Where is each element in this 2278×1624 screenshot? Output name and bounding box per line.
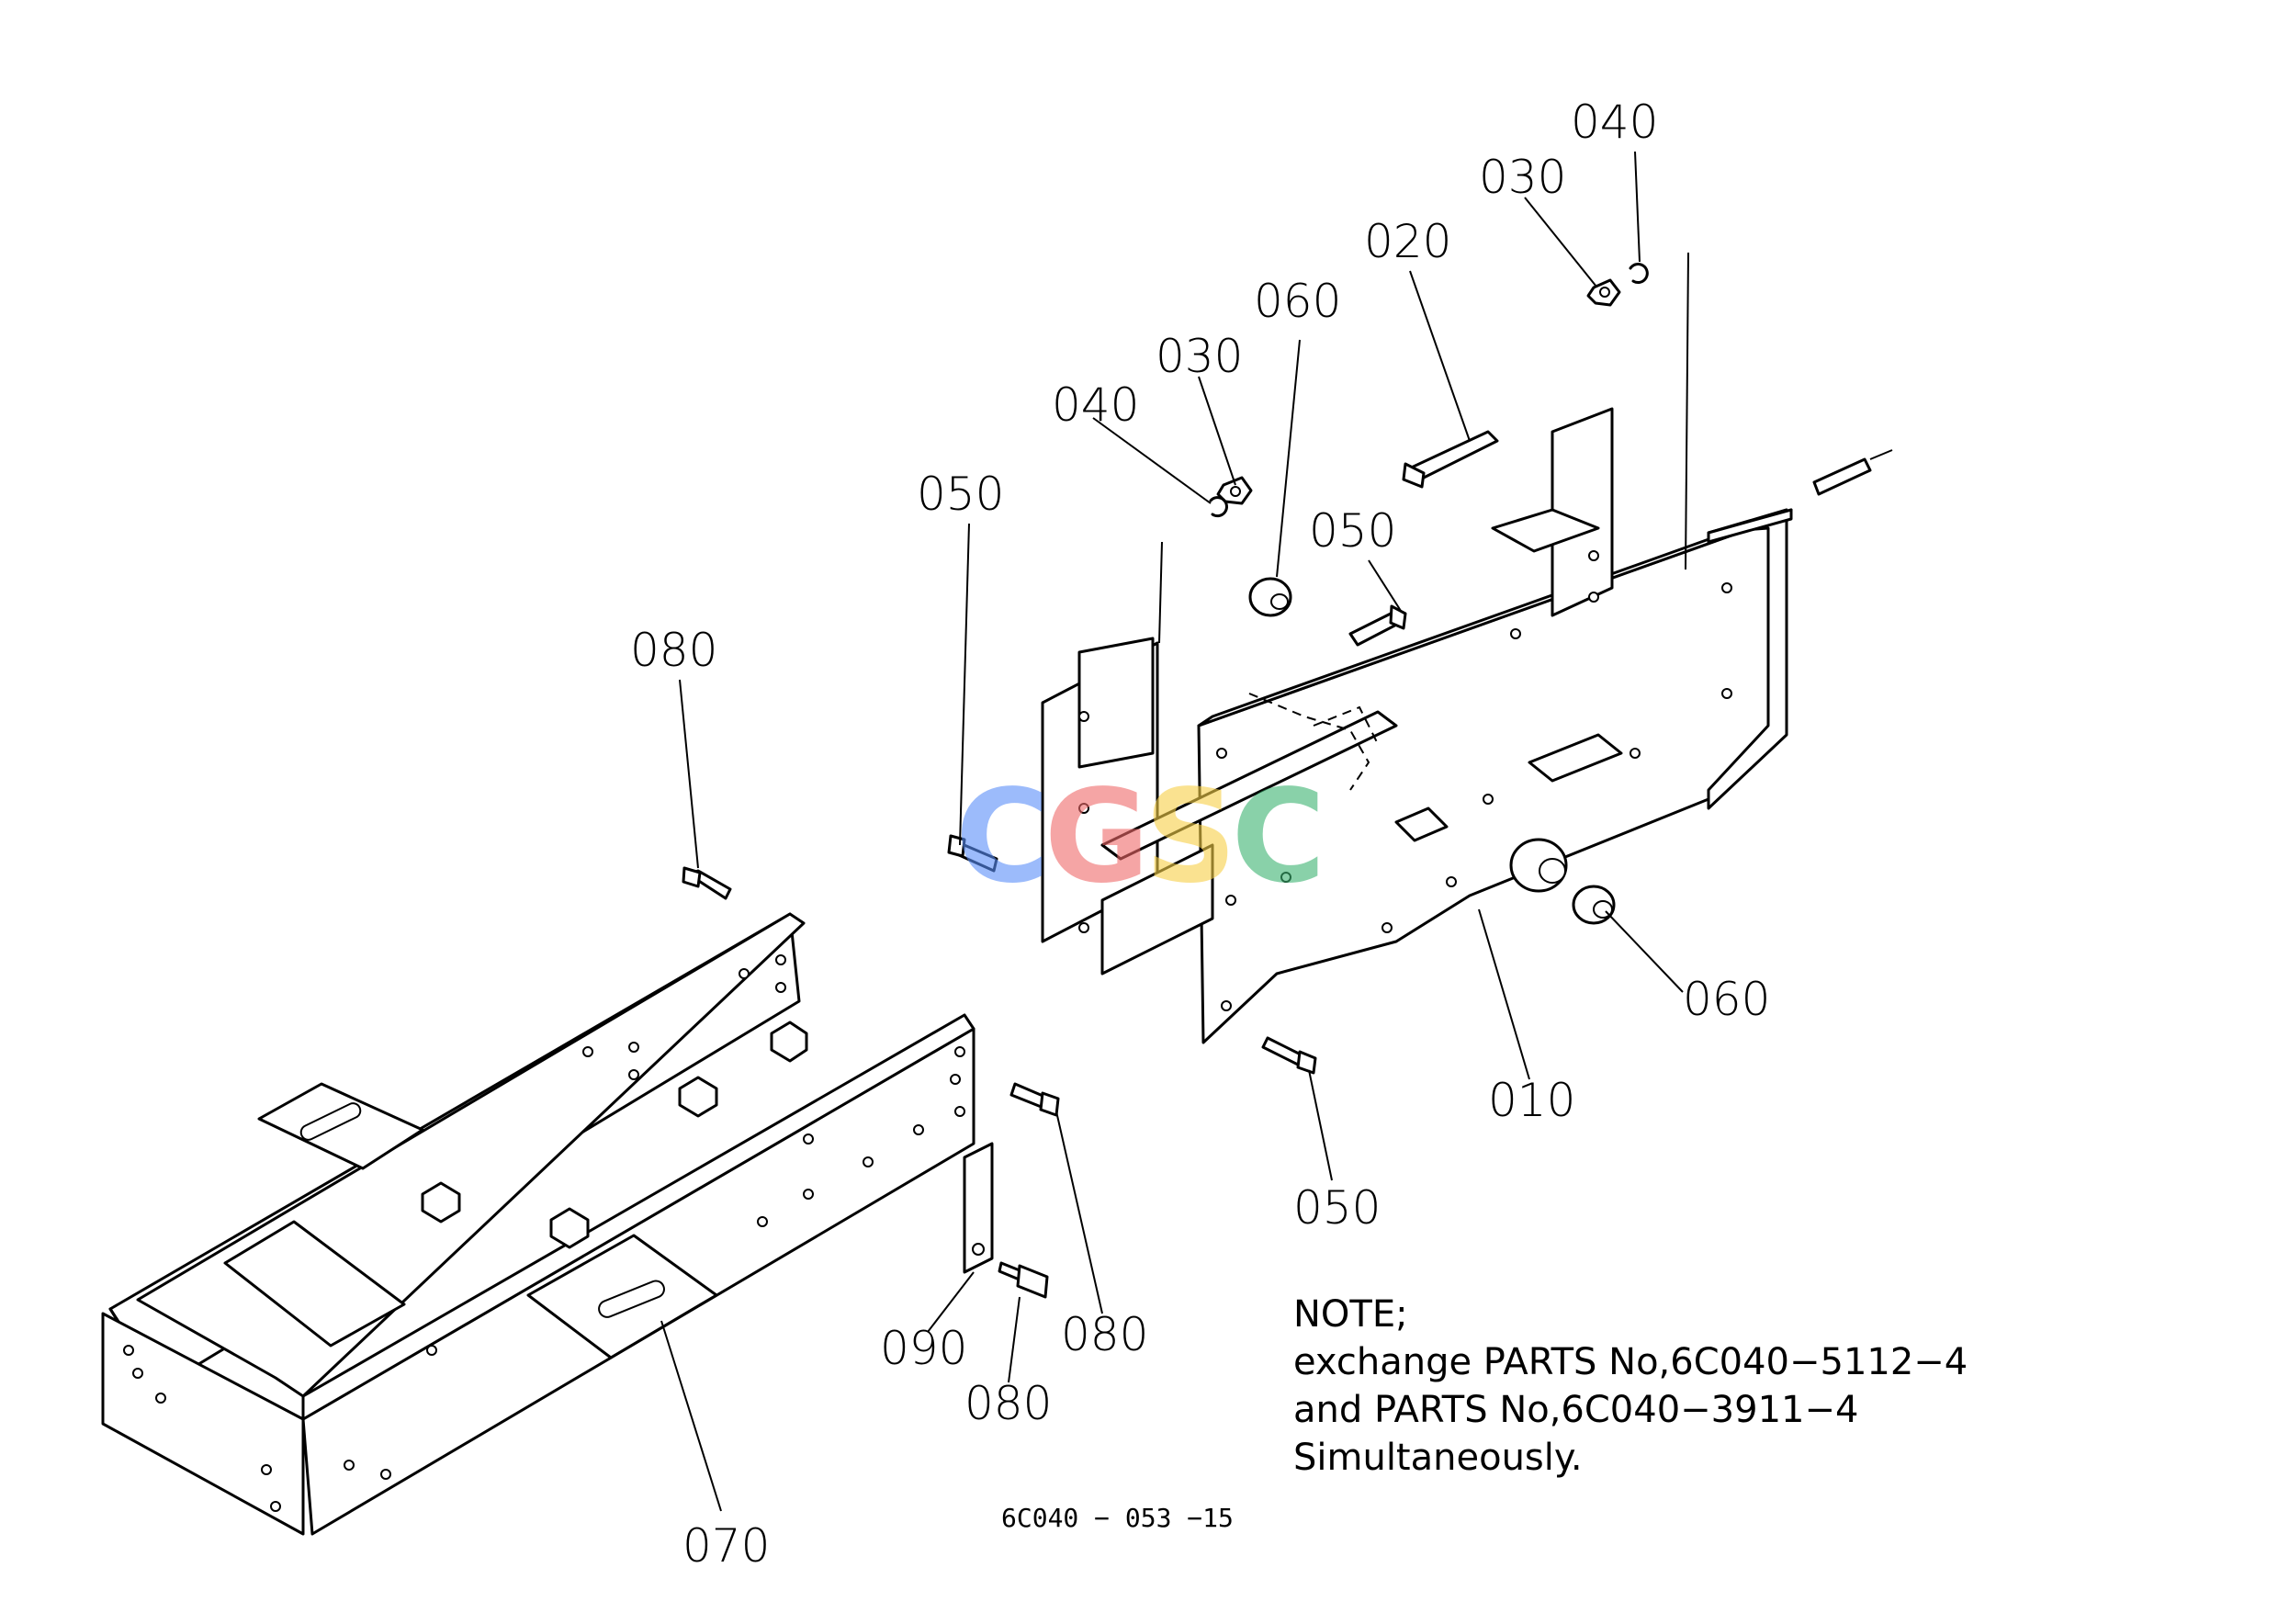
bolt-080-bottom-icon xyxy=(998,1261,1049,1299)
stud-icon xyxy=(1812,449,1893,496)
watermark-letter-1: C xyxy=(955,762,1050,912)
rail-holes xyxy=(123,954,965,1512)
front-frame-070 xyxy=(101,912,994,1536)
label-030-left: 030 xyxy=(1156,330,1243,383)
label-060-top: 060 xyxy=(1254,275,1341,328)
label-080-mid: 080 xyxy=(1061,1308,1148,1361)
label-040-right: 040 xyxy=(1571,96,1658,149)
bolt-050-mid-icon xyxy=(1348,604,1407,647)
watermark-logo: CGSC xyxy=(955,762,1326,912)
label-050-bottom: 050 xyxy=(1293,1181,1381,1235)
label-040-left: 040 xyxy=(1052,378,1139,432)
label-090: 090 xyxy=(880,1322,967,1375)
label-050-mid: 050 xyxy=(1309,504,1396,558)
label-080-left: 080 xyxy=(630,624,717,677)
note-heading: NOTE; xyxy=(1293,1293,1408,1336)
watermark-letter-2: G xyxy=(1043,762,1150,912)
bushing-060-top-icon xyxy=(1248,577,1292,617)
bushing-060-loose xyxy=(1572,885,1616,925)
watermark-letter-4: C xyxy=(1231,762,1326,912)
watermark-letter-3: S xyxy=(1144,762,1237,912)
label-010: 010 xyxy=(1488,1074,1575,1127)
part-labels: 040 030 020 060 030 040 050 050 080 060 … xyxy=(630,96,1770,1573)
bolt-050-bottom-icon xyxy=(1261,1036,1317,1075)
frame-holes xyxy=(1078,550,1732,1011)
note-line-1: exchange PARTS No,6C040−5112−4 xyxy=(1293,1341,1968,1383)
washer-040-right-icon xyxy=(1629,263,1649,285)
washer-040-left-icon xyxy=(1209,496,1228,518)
leader-lines xyxy=(660,151,1689,1512)
label-060-right: 060 xyxy=(1683,973,1770,1026)
drawing-number: 6C040 − 053 −15 xyxy=(1001,1503,1234,1533)
label-030-right: 030 xyxy=(1479,151,1566,204)
fasteners xyxy=(682,263,1893,1299)
nut-030-right-icon xyxy=(1586,278,1621,307)
bushing-060 xyxy=(1509,838,1568,893)
bolt-020-icon xyxy=(1402,430,1499,489)
label-050-left: 050 xyxy=(917,468,1004,521)
label-020: 020 xyxy=(1364,215,1451,268)
note-line-2: and PARTS No,6C040−3911−4 xyxy=(1293,1389,1859,1431)
main-frame-010 xyxy=(1041,407,1793,1044)
bracket-090 xyxy=(963,1142,994,1274)
bolt-080-left-icon xyxy=(682,866,732,900)
bolt-080-mid-icon xyxy=(1009,1082,1060,1117)
label-070: 070 xyxy=(682,1519,770,1573)
label-080-bottom: 080 xyxy=(964,1377,1052,1430)
note-line-3: Simultaneously. xyxy=(1293,1437,1583,1479)
note-block: NOTE; exchange PARTS No,6C040−5112−4 and… xyxy=(1293,1291,1968,1482)
nut-030-left-icon xyxy=(1216,476,1253,505)
